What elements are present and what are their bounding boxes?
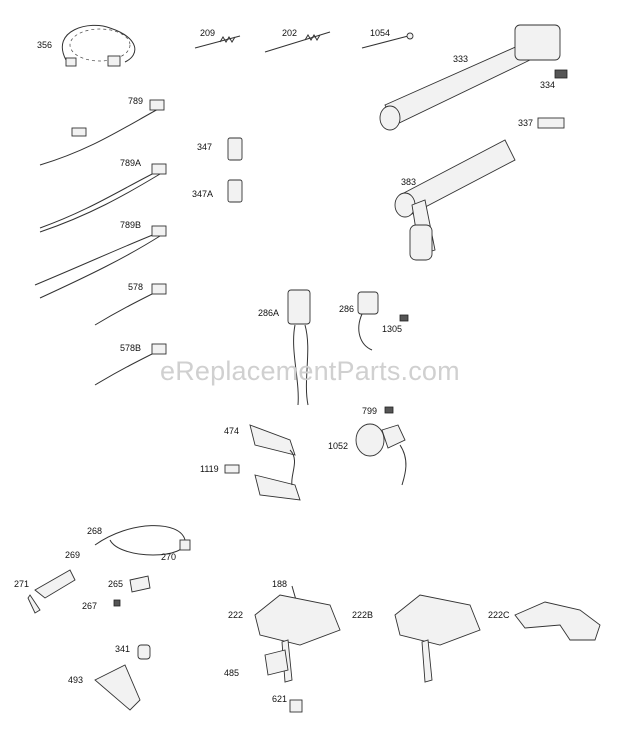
callout-1054[interactable]: 1054 bbox=[370, 28, 391, 38]
callout-1305[interactable]: 1305 bbox=[382, 324, 403, 334]
callout-789[interactable]: 789 bbox=[128, 96, 144, 106]
callout-347[interactable]: 347 bbox=[197, 142, 213, 152]
part-1305-screw[interactable] bbox=[399, 314, 409, 322]
callout-493[interactable]: 493 bbox=[68, 675, 84, 685]
callout-222B[interactable]: 222B bbox=[352, 610, 374, 620]
part-334-bolt[interactable] bbox=[554, 69, 568, 79]
part-578B-wire[interactable] bbox=[94, 343, 167, 386]
part-789A-wire[interactable] bbox=[39, 163, 167, 233]
part-271-lever[interactable] bbox=[27, 569, 76, 614]
part-286A-rectifier[interactable] bbox=[287, 289, 311, 406]
callout-1119[interactable]: 1119 bbox=[200, 464, 219, 474]
part-209-spring[interactable] bbox=[194, 35, 241, 49]
part-356-ground-wire[interactable] bbox=[62, 24, 136, 67]
callout-271[interactable]: 271 bbox=[14, 579, 30, 589]
callout-265[interactable]: 265 bbox=[108, 579, 124, 589]
part-799-screw[interactable] bbox=[384, 406, 394, 414]
callout-356[interactable]: 356 bbox=[37, 40, 53, 50]
part-265-bracket[interactable] bbox=[129, 575, 151, 593]
part-268-cable[interactable] bbox=[94, 525, 186, 556]
callout-286[interactable]: 286 bbox=[339, 304, 355, 314]
callout-341[interactable]: 341 bbox=[115, 644, 131, 654]
callout-270[interactable]: 270 bbox=[161, 552, 177, 562]
callout-578[interactable]: 578 bbox=[128, 282, 144, 292]
part-202-spring[interactable] bbox=[264, 31, 331, 53]
callout-222[interactable]: 222 bbox=[228, 610, 244, 620]
part-493-plate[interactable] bbox=[94, 664, 141, 711]
callout-347A[interactable]: 347A bbox=[192, 189, 214, 199]
callout-286A[interactable]: 286A bbox=[258, 308, 280, 318]
callout-789B[interactable]: 789B bbox=[120, 220, 142, 230]
callout-485[interactable]: 485 bbox=[224, 668, 240, 678]
part-1052-solenoid[interactable] bbox=[355, 423, 407, 486]
callout-789A[interactable]: 789A bbox=[120, 158, 142, 168]
callout-222C[interactable]: 222C bbox=[488, 610, 510, 620]
part-333-starter[interactable] bbox=[379, 24, 561, 131]
part-474-armature[interactable] bbox=[249, 424, 301, 501]
part-1119-screw[interactable] bbox=[224, 464, 240, 474]
part-578-wire[interactable] bbox=[94, 283, 167, 326]
callout-209[interactable]: 209 bbox=[200, 28, 216, 38]
part-341-bushing[interactable] bbox=[137, 644, 151, 660]
part-621-nut[interactable] bbox=[289, 699, 303, 713]
callout-202[interactable]: 202 bbox=[282, 28, 298, 38]
part-485-clip[interactable] bbox=[264, 649, 289, 676]
part-267-screw[interactable] bbox=[113, 599, 121, 607]
part-789B-wire[interactable] bbox=[34, 225, 167, 299]
callout-383[interactable]: 383 bbox=[401, 177, 417, 187]
part-337-bolt[interactable] bbox=[537, 117, 565, 129]
callout-269[interactable]: 269 bbox=[65, 550, 81, 560]
part-383-tool[interactable] bbox=[394, 139, 516, 261]
part-347-switch[interactable] bbox=[227, 137, 243, 161]
part-789-wire[interactable] bbox=[39, 99, 165, 166]
part-222B-bracket[interactable] bbox=[394, 594, 481, 683]
callout-337[interactable]: 337 bbox=[518, 118, 534, 128]
part-286-rectifier[interactable] bbox=[357, 291, 379, 351]
callout-334[interactable]: 334 bbox=[540, 80, 556, 90]
part-222C-bracket[interactable] bbox=[514, 601, 601, 641]
part-1054-link[interactable] bbox=[361, 32, 414, 49]
callout-799[interactable]: 799 bbox=[362, 406, 378, 416]
part-270-nut[interactable] bbox=[179, 539, 191, 551]
callout-188[interactable]: 188 bbox=[272, 579, 288, 589]
callout-268[interactable]: 268 bbox=[87, 526, 103, 536]
callout-621[interactable]: 621 bbox=[272, 694, 288, 704]
callout-578B[interactable]: 578B bbox=[120, 343, 142, 353]
callout-474[interactable]: 474 bbox=[224, 426, 240, 436]
watermark: eReplacementParts.com bbox=[160, 356, 460, 386]
callout-1052[interactable]: 1052 bbox=[328, 441, 349, 451]
callout-267[interactable]: 267 bbox=[82, 601, 98, 611]
part-347A-switch[interactable] bbox=[227, 179, 243, 203]
callout-333[interactable]: 333 bbox=[453, 54, 469, 64]
